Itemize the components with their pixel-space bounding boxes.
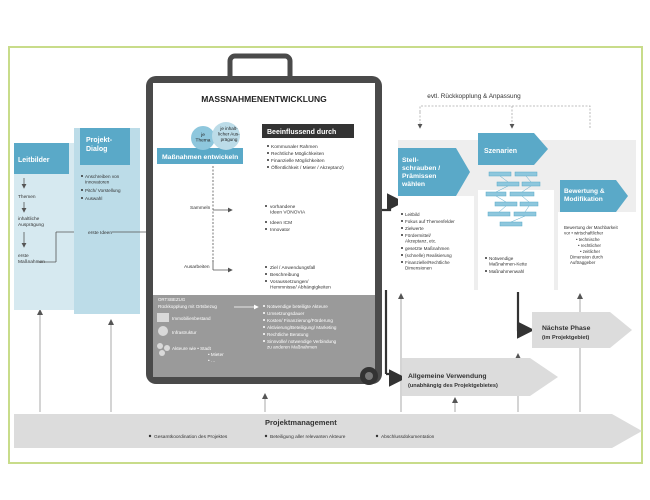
elaborate-item-2: Beschreibung <box>270 272 300 278</box>
ortsbezug-right-2: Umsetzungsdauer <box>267 311 305 316</box>
people-icon <box>157 343 163 349</box>
influence-item-2: Rechtliche Möglichkeiten <box>271 151 324 157</box>
ortsbezug-right-5: Rechtliche Beratung <box>267 332 309 337</box>
dialog-footer: erste Ideen <box>88 230 112 236</box>
influence-header <box>262 124 354 138</box>
dialog-bullet-3: Auswahl <box>85 196 102 201</box>
szenarien-title: Szenarien <box>484 148 517 155</box>
auspraegung-circle <box>212 122 240 150</box>
thema-circle <box>191 126 215 150</box>
leitbilder-title: Leitbilder <box>18 157 50 164</box>
bewertung-item-2: • rechtlicher <box>578 243 602 248</box>
develop-bar <box>157 148 243 164</box>
szenarien-body <box>478 190 554 290</box>
allgemein-arrow <box>402 358 558 396</box>
case-lower-panel <box>153 295 375 377</box>
influence-title: Beeinflussend durch <box>267 129 336 136</box>
bewertung-body <box>558 212 636 290</box>
projektmanagement-arrow <box>14 414 642 448</box>
stell-item-1: Leitbild <box>405 212 420 217</box>
dialog-title: Projekt-Dialog <box>86 137 113 153</box>
ortsbezug-left-4: • Mieter <box>208 352 224 357</box>
szenarien-header <box>478 133 534 165</box>
dialog-bullet-2: Pitch/ Vorstellung <box>85 188 121 193</box>
naechste-phase-arrow <box>532 312 632 348</box>
ortsbezug-left-1: Immobilienbestand <box>172 316 211 321</box>
ortsbezug-left-2: Infrastruktur <box>172 330 197 335</box>
collect-item-2: Ideen ICM <box>270 220 292 226</box>
naechste-subtitle: (im Projektgebiet) <box>542 335 589 341</box>
influence-item-3: Finanzielle Möglichkeiten <box>271 158 325 164</box>
naechste-title: Nächste Phase <box>542 325 591 332</box>
allgemein-title: Allgemeine Verwendung <box>408 373 487 380</box>
ortsbezug-label: ORTSBEZUG <box>158 297 186 302</box>
pm-item-1: Gesamtkoordination des Projektes <box>154 434 228 440</box>
stell-item-3: Zielwerte <box>405 226 424 231</box>
stell-item-6: (schnelle) Realisierung <box>405 253 452 258</box>
auspraegung-label: je inhalt-licher Aus-prägung <box>218 126 240 142</box>
stell-header <box>398 148 456 196</box>
pm-item-2: Beteiligung aller relevanten Akteure <box>270 434 346 440</box>
influence-item-1: Kommunaler Rahmen <box>271 144 318 150</box>
stell-item-2: Fokus auf Themenfelder <box>405 219 455 224</box>
rueckkopplung-label: Rückkopplung mit Ortsbezug <box>158 304 217 309</box>
collect-item-3: Innovator <box>270 227 290 233</box>
projektmanagement-title: Projektmanagement <box>265 418 337 427</box>
stell-item-4: Fördermittel/Akzeptanz, etc. <box>405 233 436 244</box>
collect-label: Sammeln <box>190 205 211 211</box>
feedback-label: evtl. Rückkopplung & Anpassung <box>427 93 521 100</box>
leitbilder-header <box>14 143 69 174</box>
ortsbezug-right-3: Kosten/ Finanzierung/Förderung <box>267 318 333 323</box>
dialog-header <box>80 128 130 165</box>
infrastructure-icon <box>158 326 168 336</box>
stell-item-5: gesetzte Maßnahmen <box>405 246 450 251</box>
develop-label: Maßnahmen entwickeln <box>162 154 238 161</box>
ortsbezug-icons <box>157 313 170 356</box>
allgemein-subtitle: (unabhängig des Projektgebietes) <box>408 383 498 389</box>
elaborate-item-3: Voraussetzungen/Hemmnisse/ Abhängigkeite… <box>270 279 331 291</box>
bewertung-title: Bewertung &Modifikation <box>564 188 605 203</box>
szenarien-item-2: Maßnahmenwahl <box>489 269 524 274</box>
ortsbezug-left-5: • … <box>208 358 215 363</box>
ortsbezug-right-1: Notwendige beteiligte Akteure <box>267 304 328 309</box>
influence-item-4: Öffentlichkeit / Mieter / Akzeptanz) <box>271 164 344 171</box>
bewertung-header <box>560 180 616 212</box>
elaborate-label: Ausarbeiten <box>184 264 210 270</box>
bewertung-item-1: • technische <box>576 237 600 242</box>
stell-body <box>398 196 474 290</box>
elaborate-item-1: Ziel / Anwendungsfall <box>270 265 315 271</box>
ortsbezug-left-3: Akteure wie • Stadt <box>172 346 212 351</box>
building-icon <box>157 313 169 322</box>
ortsbezug-right-4: Aktivierung/Beteiligung/ Marketing <box>267 325 337 330</box>
case-upper-panel <box>153 83 375 295</box>
main-title: MASSNAHMENENTWICKLUNG <box>201 94 327 104</box>
leitbilder-themen: Themen <box>18 194 36 200</box>
pm-item-3: Abschlussdokumentation <box>381 434 435 440</box>
